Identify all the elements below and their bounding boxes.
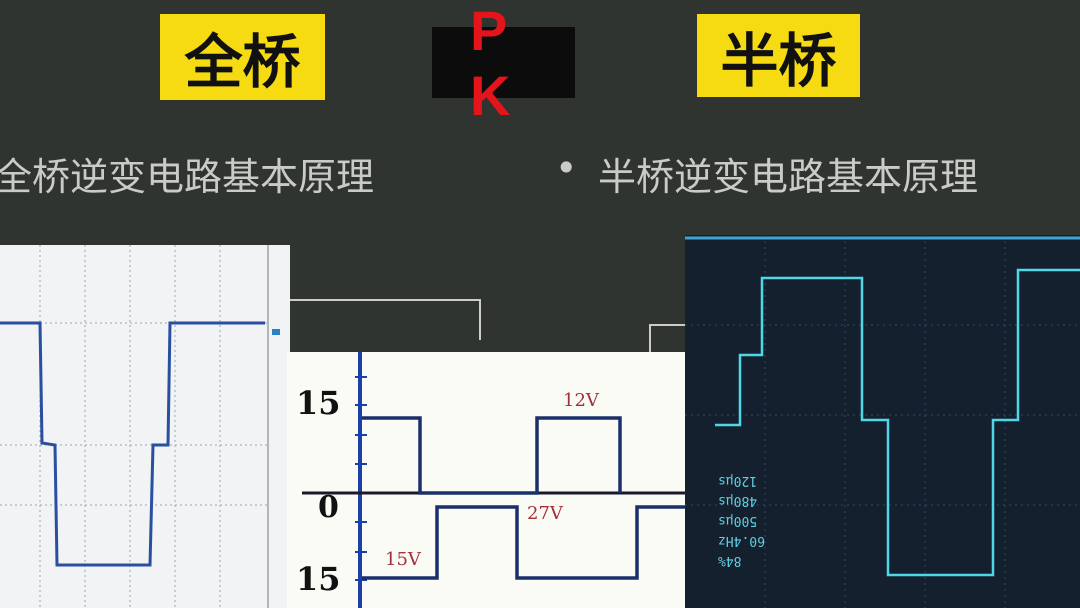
label-12v: 12V [563,390,599,411]
readout-value: 500μs [718,513,758,528]
full-bridge-tag: 全桥 [160,14,325,100]
readout-value: 480μs [718,493,758,508]
readout-value: 60.4Hz [718,533,765,548]
readout-value: 84% [718,553,742,568]
circuit-wires [280,299,685,352]
tick-label-neg15: 15 [296,560,341,598]
half-bridge-subtitle: 半桥逆变电路基本原理 [598,155,979,199]
bullet: • [555,146,578,190]
full-bridge-subtitle: 全桥逆变电路基本原理 [0,155,375,199]
half-bridge-scope [685,235,1080,608]
tick-label-0: 0 [318,490,339,525]
trace-upper [362,416,622,495]
full-bridge-scope [0,245,290,608]
half-bridge-tag: 半桥 [697,14,860,97]
pk-tag: P K [432,0,575,127]
full-bridge-label: 全桥 [184,28,301,96]
pk-label: P K [470,0,549,127]
readout-value: 120μs [718,473,758,488]
full-bridge-trace [0,321,265,567]
waveform-diagram [287,352,715,608]
trace-lower [362,505,715,580]
half-bridge-label: 半桥 [720,26,837,95]
scope-readout: 84% 60.4Hz 500μs 480μs 120μs [718,470,788,570]
label-27v: 27V [527,503,563,524]
tick-label-15: 15 [296,384,341,422]
half-bridge-trace [715,268,1080,577]
label-15v: 15V [385,549,421,570]
